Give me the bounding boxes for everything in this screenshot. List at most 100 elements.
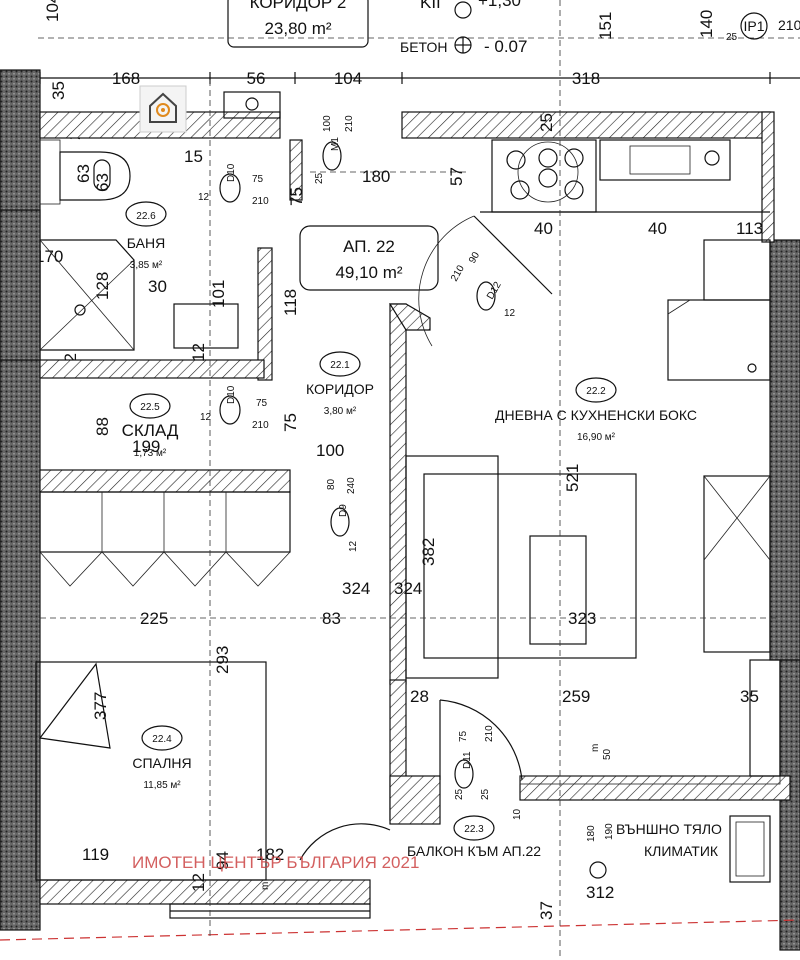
dim-63: 63 [93, 173, 112, 192]
door-d9: D9 80 240 12 [326, 477, 359, 552]
door-h: 210 [252, 420, 269, 431]
door-h: 210 [344, 115, 355, 132]
corridor-2-area: 23,80 m² [264, 19, 331, 38]
corridor-2-box [227, 0, 369, 48]
ac-label-line2: КЛИМАТИК [644, 843, 719, 859]
coffee-table [529, 535, 587, 645]
dim-top-104: 104 [43, 0, 62, 22]
top-wall-right [401, 111, 771, 139]
dim-128: 128 [93, 272, 112, 300]
room-area: 3,85 м² [130, 260, 163, 271]
cut-label: KII [420, 0, 441, 12]
room-bedroom: 22.4 СПАЛНЯ 11,85 м² [132, 725, 192, 791]
dimension-label: 75 [287, 187, 306, 206]
dimension-label: 324 [394, 579, 422, 598]
concrete-label: БЕТОН [400, 39, 447, 55]
dimension-label: 37 [537, 901, 556, 920]
dim-170: 170 [35, 247, 63, 266]
dimension-label: 75 [281, 413, 300, 432]
kitchen-counter [599, 139, 731, 181]
door-h: 210 [484, 725, 495, 742]
dimension-label: 180 [362, 167, 390, 186]
room-name: БАЛКОН КЪМ АП.22 [407, 843, 541, 859]
door-d10-storage: D10 75 210 12 [200, 385, 269, 431]
apartment-box [299, 225, 439, 291]
wardrobe [39, 491, 291, 553]
balcony-top-wall [519, 775, 791, 801]
room-area: 11,85 м² [143, 780, 181, 791]
door-extra: 12 [200, 412, 212, 423]
dimension-label: 382 [419, 538, 438, 566]
dimension-label: 182 [256, 845, 284, 864]
tv-unit [703, 475, 771, 653]
door-tag: D10 [226, 385, 237, 404]
dimension-label: 199 [132, 437, 160, 456]
room-bathroom: 22.6 БАНЯ 3,85 м² [125, 201, 167, 271]
dim-35: 35 [49, 81, 68, 100]
dim-wc: 63 [74, 164, 93, 183]
dimension-label: 83 [322, 609, 341, 628]
door-extra: 12 [504, 308, 516, 319]
balcony-door-swing [439, 699, 523, 781]
door-tag: D11 [462, 751, 473, 769]
dimension-label: 12 [189, 343, 208, 362]
dimension-label: 30 [148, 277, 167, 296]
dimension-label: 10 [512, 808, 523, 820]
dim-top-140: 140 [697, 10, 716, 38]
room-name: БАНЯ [127, 235, 165, 251]
fridge [667, 299, 771, 381]
concrete-level: - 0.07 [484, 37, 527, 56]
wc-tank [39, 139, 61, 205]
dimension-label: 94 [213, 851, 232, 870]
door-extra: 25 [480, 788, 491, 800]
door-h: 210 [252, 196, 269, 207]
window-h: 210 [778, 17, 800, 33]
dimension-label: 25 [454, 788, 465, 800]
bedroom-door-swing [299, 823, 391, 861]
shower-tray [39, 239, 135, 351]
dimension-label: 25 [537, 113, 556, 132]
dimension-label: 118 [281, 289, 300, 316]
room-code: 22.2 [586, 386, 606, 397]
dimension-label: m [590, 744, 601, 752]
shaft [223, 91, 281, 119]
drain-icon [589, 861, 607, 879]
storage-bedroom-wall [39, 469, 291, 493]
dimension-label: 12 [189, 873, 208, 892]
window-tag: IP1 [743, 18, 764, 34]
door-w: 75 [252, 174, 264, 185]
room-name: СПАЛНЯ [132, 755, 191, 771]
boundary-line [0, 919, 800, 941]
room-code: 22.3 [464, 824, 484, 835]
dimension-label: 28 [410, 687, 429, 706]
door-extra: 12 [198, 192, 210, 203]
dimension-label: 113 [736, 219, 763, 238]
dimension-label: 100 [316, 441, 344, 460]
door-extra: 25 [314, 172, 325, 184]
room-storage: 22.5 СКЛАД 1,73 м² [122, 393, 179, 459]
dimension-label: 180 [586, 825, 597, 842]
door-h: 210 [449, 263, 467, 283]
dimension-label: 15 [184, 147, 203, 166]
sofa [405, 455, 499, 679]
dimension-label: m [260, 882, 271, 890]
dimension-label: 377 [91, 692, 110, 720]
dimension-label: 521 [563, 464, 582, 492]
dim-104: 104 [334, 69, 362, 88]
door-d10-bath: D10 75 210 12 [198, 163, 269, 207]
dimension-label: 259 [562, 687, 590, 706]
dimension-labels: 15 75 180 57 25 40 40 113 30 101 118 12 … [82, 113, 763, 920]
sink [629, 145, 691, 175]
washbasin [173, 303, 239, 349]
dimension-label: 324 [342, 579, 370, 598]
dimension-label: 40 [648, 219, 667, 238]
ac-label-line1: ВЪНШНО ТЯЛО [616, 821, 722, 837]
dimension-label: 50 [602, 748, 613, 760]
dim-56: 56 [247, 69, 266, 88]
room-area: 16,90 м² [577, 432, 616, 443]
room-balcony: 22.3 БАЛКОН КЪМ АП.22 [407, 815, 541, 859]
door-w: 100 [322, 115, 333, 132]
dimension-label: 312 [586, 883, 614, 902]
top-level-fragment: +1,30 [478, 0, 521, 10]
